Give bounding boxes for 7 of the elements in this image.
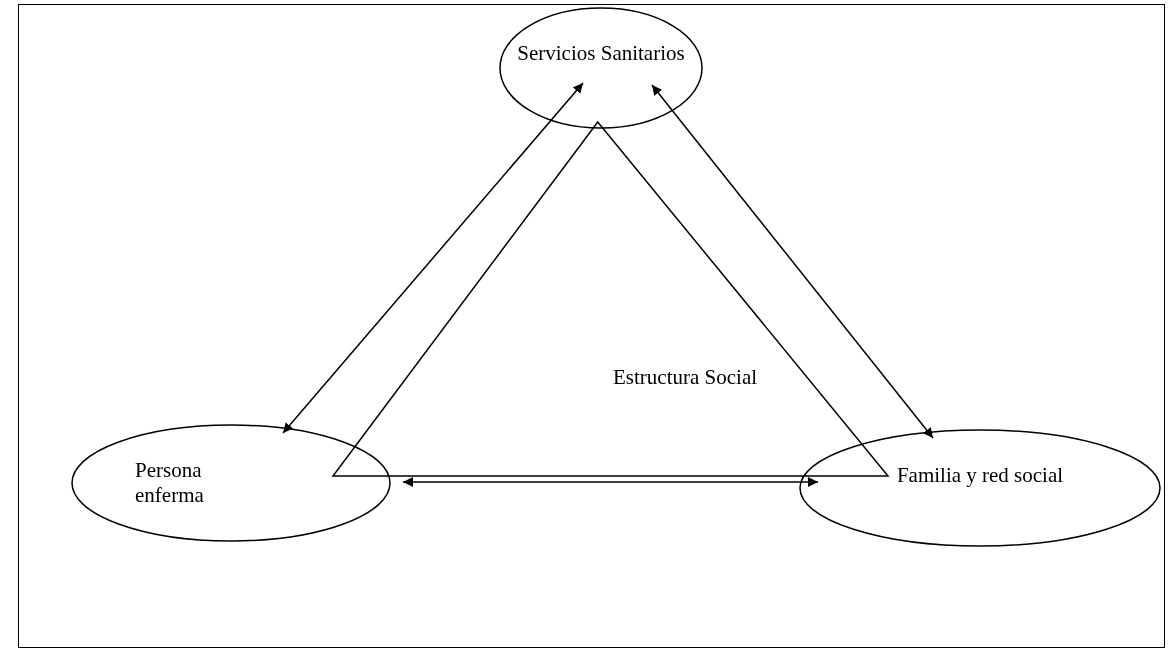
double-arrow: [282, 82, 584, 434]
node-label: Familia y red social: [895, 463, 1065, 488]
node-label: Persona enferma: [135, 458, 205, 508]
double-arrow: [402, 477, 819, 487]
node-label: Estructura Social: [613, 365, 759, 390]
node-label: Servicios Sanitarios: [516, 41, 686, 66]
double-arrow: [651, 84, 934, 439]
